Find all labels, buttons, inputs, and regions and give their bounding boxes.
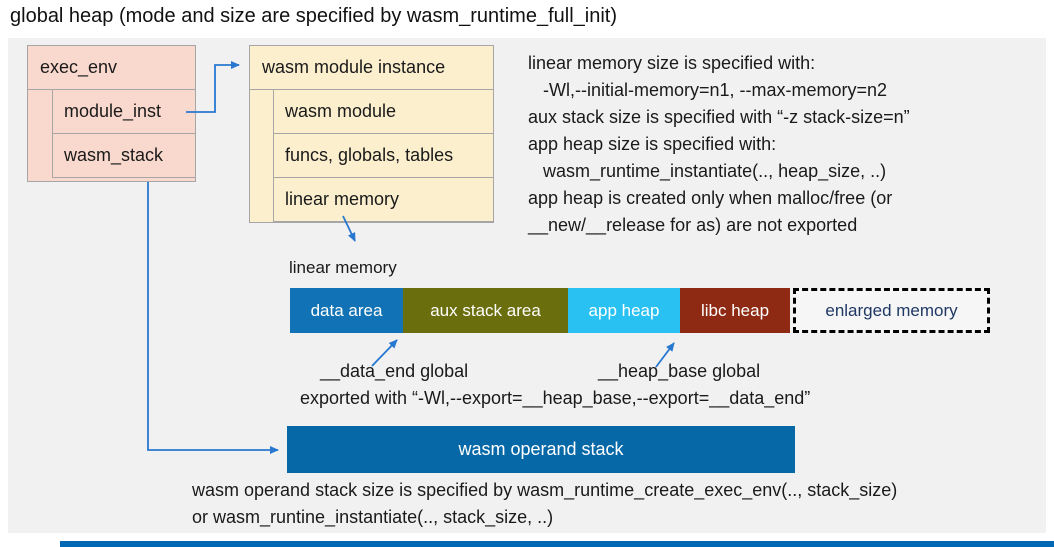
data-end-annotation: __data_end global	[320, 361, 469, 381]
exec-env-row-wasm-stack: wasm_stack	[52, 134, 195, 178]
note-line: -Wl,--initial-memory=n1, --max-memory=n2	[543, 80, 888, 100]
heap-base-annotation: __heap_base global	[598, 361, 761, 381]
operand-stack-note: wasm operand stack size is specified by …	[192, 477, 897, 531]
export-flags-annotation: exported with “-Wl,--export=__heap_base,…	[300, 388, 811, 408]
module-instance-indent-strip	[250, 90, 273, 222]
linear-memory-label: linear memory	[289, 258, 397, 277]
exec-env-indent-strip	[28, 90, 52, 178]
note-line: or wasm_runtine_instantiate(.., stack_si…	[192, 507, 554, 527]
linear-memory-bar: data area aux stack area app heap libc h…	[290, 288, 990, 333]
module-instance-header: wasm module instance	[250, 46, 493, 90]
module-instance-box: wasm module instance wasm module funcs, …	[249, 45, 494, 223]
segment-enlarged-memory: enlarged memory	[793, 288, 990, 333]
segment-libc-heap: libc heap	[680, 288, 790, 333]
exec-env-header: exec_env	[28, 46, 195, 90]
note-line: wasm operand stack size is specified by …	[192, 480, 898, 500]
note-line: app heap size is specified with:	[528, 134, 777, 154]
bottom-accent-bar	[60, 541, 1054, 547]
segment-app-heap: app heap	[568, 288, 680, 333]
note-line: linear memory size is specified with:	[528, 53, 816, 73]
note-line: wasm_runtime_instantiate(.., heap_size, …	[543, 161, 887, 181]
note-line: aux stack size is specified with “-z sta…	[528, 107, 910, 127]
note-line: __new/__release for as) are not exported	[528, 215, 858, 235]
diagram-title: global heap (mode and size are specified…	[10, 5, 617, 27]
segment-data-area: data area	[290, 288, 403, 333]
exec-env-row-module-inst: module_inst	[52, 90, 195, 134]
exec-env-box: exec_env module_inst wasm_stack	[27, 45, 196, 182]
wasm-operand-stack-bar: wasm operand stack	[287, 426, 795, 473]
module-instance-row-funcs-globals-tables: funcs, globals, tables	[273, 134, 493, 178]
note-line: app heap is created only when malloc/fre…	[528, 188, 893, 208]
size-notes: linear memory size is specified with: -W…	[528, 50, 1048, 239]
module-instance-row-linear-memory: linear memory	[273, 178, 493, 222]
segment-aux-stack-area: aux stack area	[403, 288, 568, 333]
module-instance-row-wasm-module: wasm module	[273, 90, 493, 134]
wasm-operand-stack-label: wasm operand stack	[458, 439, 624, 459]
